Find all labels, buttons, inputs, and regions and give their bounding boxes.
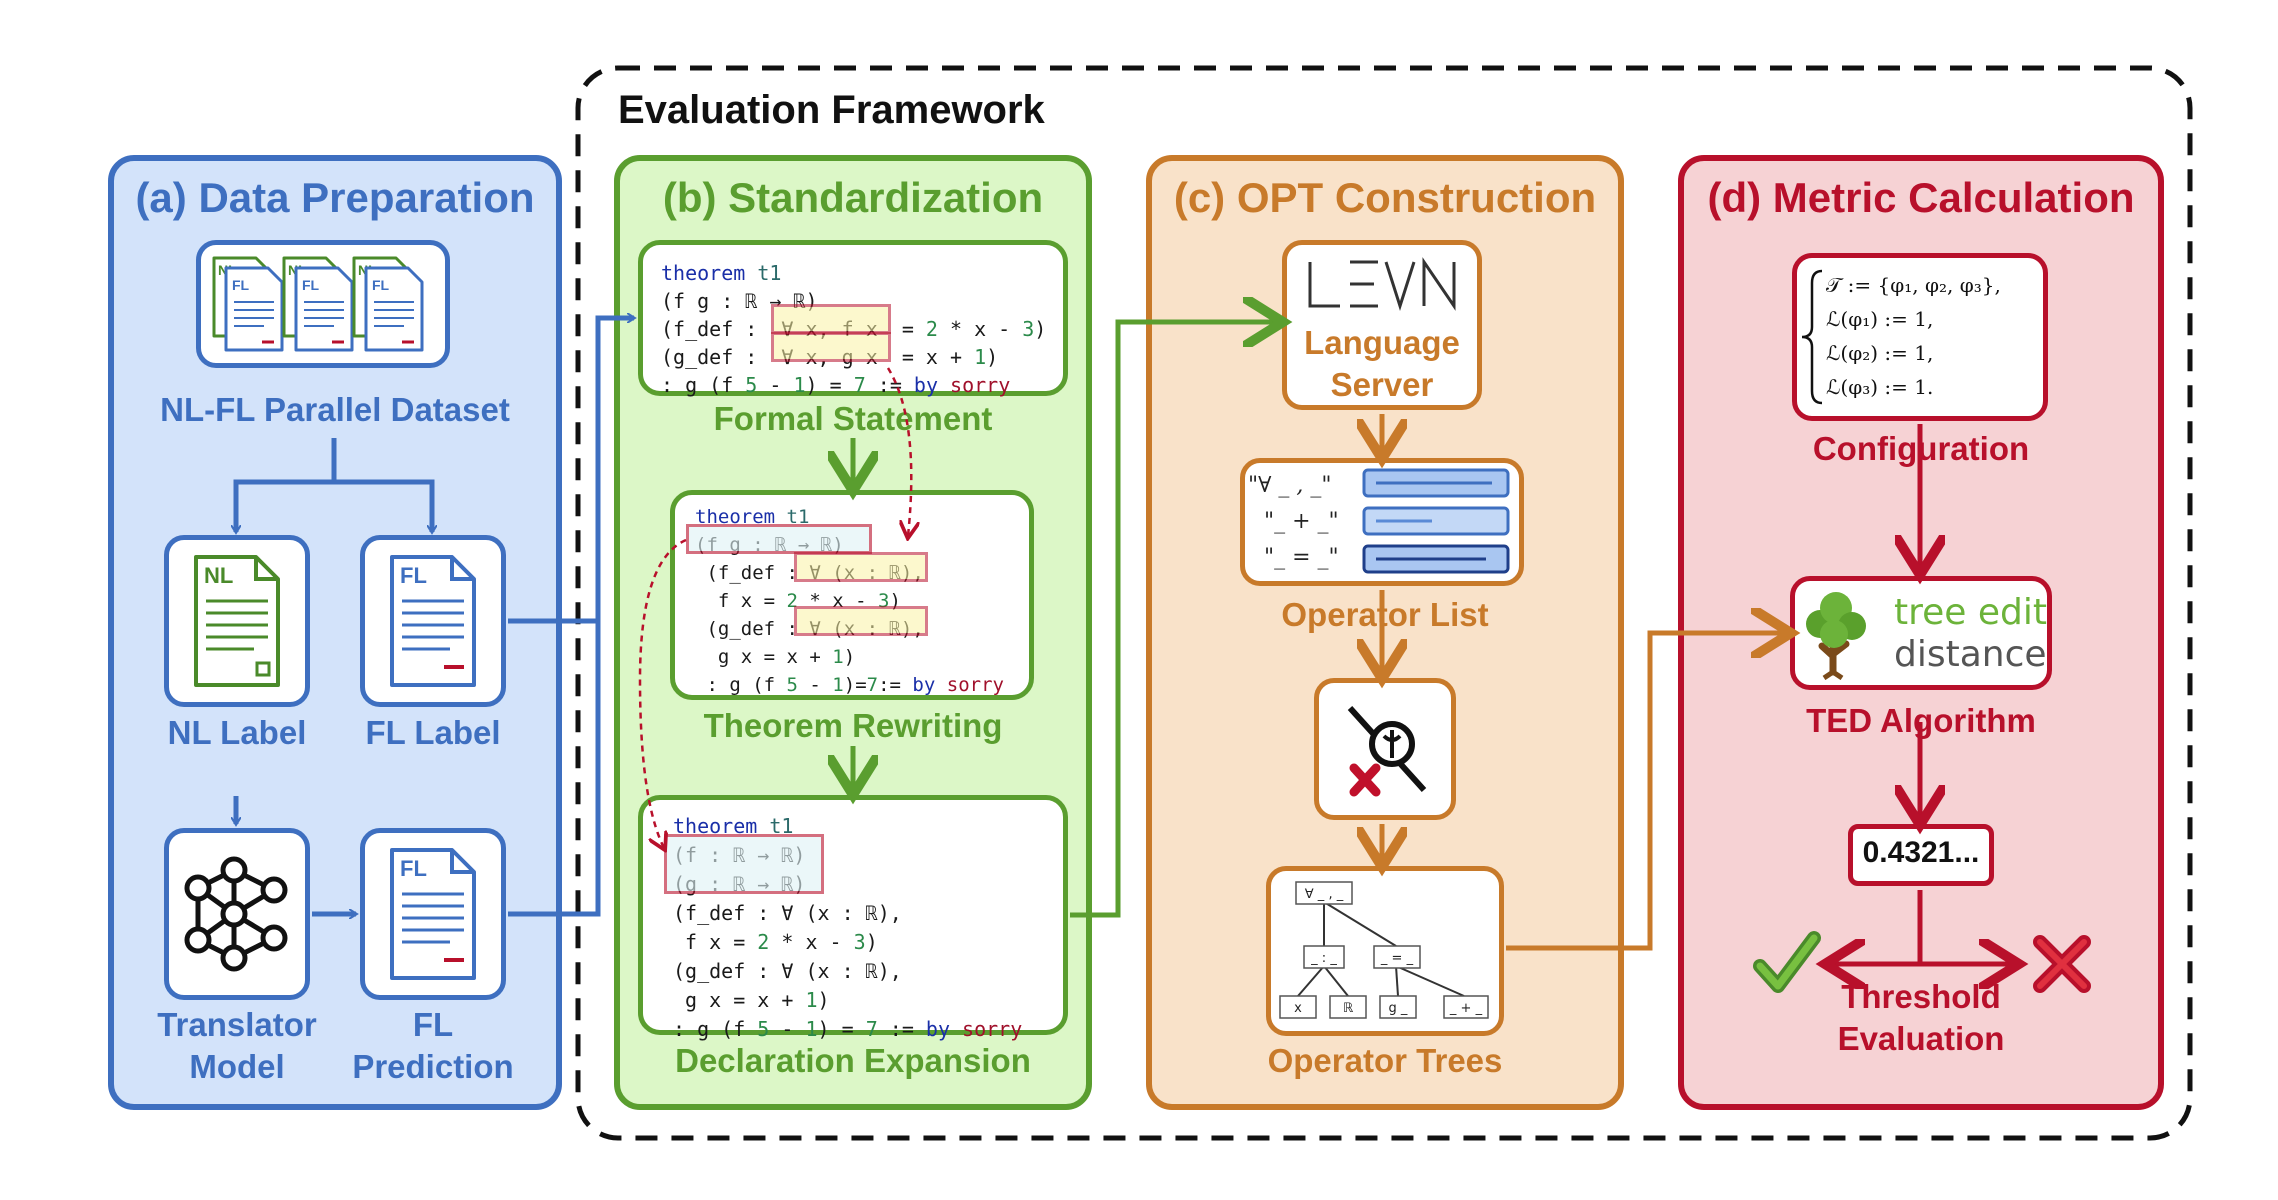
highlight-expanded-decls [664,834,824,894]
framework-title: Evaluation Framework [618,88,1045,132]
highlight-forall-x-g [794,606,928,636]
panel-a-title: (a) Data Preparation [135,174,535,221]
ted-algorithm-label: TED Algorithm [1806,702,2036,739]
operator-tree-diagram: ∀ _ , _ _ : _ _ = _ x ℝ g _ _ + _ [1279,881,1489,1019]
fl-prediction-document-icon: FL [390,848,476,980]
dataset-label: NL-FL Parallel Dataset [160,391,510,428]
tree-node-forall: ∀ _ , _ [1305,887,1344,902]
panel-b-title: (b) Standardization [662,174,1044,221]
configuration-label: Configuration [1812,430,2030,467]
prediction-label-1: FL [412,1006,454,1043]
config-line-3: ℒ(φ₂) := 1, [1826,341,1934,365]
cross-icon [2033,935,2091,993]
threshold-label-1: Threshold [1841,978,2001,1015]
highlight-fg-decl [686,524,872,554]
left-brace-icon [1801,269,1823,405]
svg-text:FL: FL [232,277,250,293]
tree-node-real: ℝ [1343,1001,1354,1016]
translator-label-2: Model [189,1048,285,1085]
panel-d-title: (d) Metric Calculation [1707,174,2135,221]
operator-list-label: Operator List [1281,596,1489,633]
highlight-forall-f [771,304,891,334]
highlight-forall-g [771,332,891,362]
config-line-1: 𝒯 := {φ₁, φ₂, φ₃}, [1826,273,2001,297]
dataset-documents-icon: NL FL NL FL NL FL [212,256,424,352]
operator-item-eq: "_ = _" [1264,545,1339,570]
tree-node-x: x [1294,1001,1302,1016]
highlight-forall-x-f [794,552,928,582]
nl-label-caption: NL Label [167,714,307,751]
tree-icon [1806,592,1866,680]
svg-text:FL: FL [400,856,427,881]
prediction-label-2: Prediction [352,1048,514,1085]
formal-statement-label: Formal Statement [713,400,993,437]
fl-label-caption: FL Label [365,714,501,751]
operator-item-forall: "∀ _ , _" [1248,473,1332,498]
configuration-box [1792,253,2048,421]
declaration-expansion-label: Declaration Expansion [675,1042,1031,1079]
operator-trees-label: Operator Trees [1267,1042,1503,1079]
configuration-lines: 𝒯 := {φ₁, φ₂, φ₃}, ℒ(φ₁) := 1, ℒ(φ₂) := … [1826,268,2001,404]
score-value: 0.4321... [1862,836,1980,869]
config-line-4: ℒ(φ₃) := 1. [1826,375,1934,399]
threshold-label-2: Evaluation [1837,1020,2005,1057]
translator-label-1: Translator [157,1006,317,1043]
operator-item-plus: "_ + _" [1264,509,1339,534]
tree-node-colon: _ : _ [1310,951,1337,966]
svg-text:NL: NL [204,563,233,588]
svg-text:FL: FL [302,277,320,293]
svg-text:FL: FL [400,563,427,588]
neural-network-icon [184,856,288,972]
tree-node-eq: _ = _ [1380,951,1414,966]
declaration-expansion-code: theorem t1 (f : ℝ → ℝ) (g : ℝ → ℝ) (f_de… [638,795,1068,1041]
check-icon [1753,931,1821,993]
panel-c-title: (c) OPT Construction [1173,174,1597,221]
lean-logo-icon [1308,257,1456,311]
operator-bars-icon [1362,468,1510,574]
tree-node-plus: _ + _ [1449,1001,1483,1016]
tree-node-g: g _ [1389,1001,1408,1016]
operator-names: "∀ _ , _" "_ + _" "_ = _" [1248,468,1339,576]
language-server-label-2: Server [1330,366,1434,403]
theorem-rewriting-code: theorem t1 (f g : ℝ → ℝ) (f_def : ∀ (x :… [670,490,1034,700]
language-server-label-1: Language [1304,324,1460,361]
config-line-2: ℒ(φ₁) := 1, [1826,307,1934,331]
ted-logo-text-2: distance [1894,634,2047,675]
ted-logo-text-1: tree edit [1894,592,2047,633]
theorem-rewriting-label: Theorem Rewriting [703,707,1003,744]
fl-document-icon: FL [390,555,476,687]
svg-text:FL: FL [372,277,390,293]
nl-document-icon: NL [194,555,280,687]
parsing-icon [1347,705,1427,797]
